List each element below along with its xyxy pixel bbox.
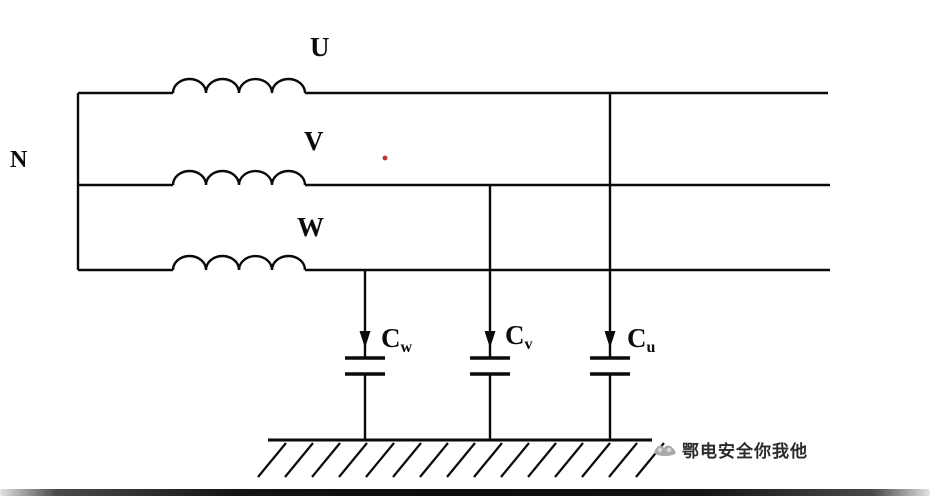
capacitor-label-cw: Cw <box>381 323 412 356</box>
inductor-u-icon <box>171 77 307 94</box>
ground-symbol <box>257 438 665 478</box>
phase-w-wire <box>78 254 830 272</box>
capacitor-symbol-letter: C <box>381 323 401 353</box>
capacitor-subscript: w <box>400 339 413 356</box>
arrow-down-icon <box>604 331 616 348</box>
capacitor-symbol-letter: C <box>505 320 525 350</box>
capacitor-symbol-letter: C <box>627 323 647 353</box>
phase-v-wire <box>78 169 830 187</box>
watermark: 鄂电安全你我他 <box>652 437 808 462</box>
tap-capacitor-cu <box>590 93 630 440</box>
watermark-text: 鄂电安全你我他 <box>682 442 808 461</box>
neutral-label: N <box>10 147 28 173</box>
phase-u-wire <box>78 77 828 95</box>
bottom-border-line <box>0 489 930 496</box>
capacitor-label-cv: Cv <box>505 320 533 353</box>
capacitor-label-cu: Cu <box>627 323 655 356</box>
arrow-down-icon <box>359 331 371 348</box>
capacitor-subscript: u <box>646 339 656 356</box>
hands-logo-icon <box>652 440 678 460</box>
phase-label-v: V <box>304 126 324 156</box>
tap-capacitor-cw <box>345 270 385 440</box>
inductor-w-icon <box>171 254 307 271</box>
inductor-v-icon <box>171 169 307 186</box>
red-dot-artifact <box>382 155 388 161</box>
arrow-down-icon <box>484 331 496 348</box>
tap-capacitor-cv <box>470 185 510 440</box>
phase-label-w: W <box>297 212 325 242</box>
phase-label-u: U <box>310 32 330 62</box>
capacitor-subscript: v <box>524 336 533 353</box>
